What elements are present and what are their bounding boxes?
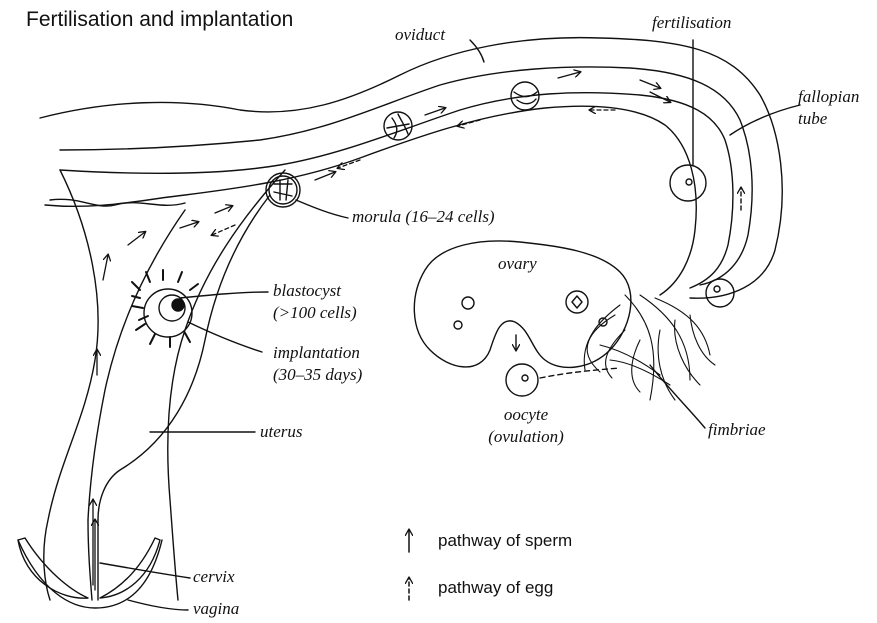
egg-in-fimbriae-nucleus — [714, 286, 720, 292]
cervix-canal-left — [88, 520, 92, 600]
blastocyst-leader-line — [180, 292, 268, 298]
oviduct-inner-wall-top — [60, 67, 752, 285]
label-implantation-days: (30–35 days) — [273, 364, 362, 385]
label-fimbriae: fimbriae — [708, 419, 766, 440]
label-oviduct: oviduct — [395, 24, 445, 45]
label-implantation: implantation — [273, 342, 360, 363]
label-cervix: cervix — [193, 566, 235, 587]
uterus-right-wall — [168, 170, 285, 600]
uterine-cavity-left — [88, 210, 185, 520]
label-tube: tube — [798, 108, 827, 129]
label-vagina: vagina — [193, 598, 239, 619]
tube-ridge-line — [50, 199, 185, 206]
label-morula: morula (16–24 cells) — [352, 206, 495, 227]
oviduct-lower-wall — [45, 106, 696, 295]
label-fertilisation: fertilisation — [652, 12, 731, 33]
ovary-follicle-3 — [566, 291, 588, 313]
uterus-left-wall — [44, 170, 98, 600]
fertilised-egg — [670, 165, 706, 201]
oocyte-nucleus — [522, 375, 528, 381]
uterine-cavity-right — [98, 195, 270, 520]
label-ovulation: (ovulation) — [476, 426, 576, 447]
blastocyst-mass — [172, 299, 184, 311]
fertilised-egg-nucleus — [686, 179, 692, 185]
legend-sperm-label: pathway of sperm — [438, 531, 572, 551]
label-fallopian: fallopian — [798, 86, 859, 107]
page-title: Fertilisation and implantation — [26, 8, 293, 32]
label-oocyte: oocyte — [476, 404, 576, 425]
label-ovary: ovary — [498, 253, 537, 274]
label-blastocyst: blastocyst — [273, 280, 341, 301]
ovary-follicle-2 — [454, 321, 462, 329]
label-blastocyst-cells: (>100 cells) — [273, 302, 357, 323]
cervix-leader-line — [100, 563, 190, 578]
legend-egg-label: pathway of egg — [438, 578, 553, 598]
vaginal-fornix-left — [18, 538, 88, 598]
morula-leader-line — [296, 200, 348, 218]
fimbriae-leader-line — [650, 365, 705, 428]
ovary-follicle-3-core — [572, 296, 582, 308]
vagina-leader-line — [128, 600, 188, 610]
oviduct-inner-wall-bottom — [60, 93, 733, 288]
label-uterus: uterus — [260, 421, 303, 442]
oviduct-upper-wall — [40, 38, 782, 299]
ovary-follicle-1 — [462, 297, 474, 309]
oviduct-leader-line — [470, 40, 484, 62]
embryo-8cell-cells — [274, 180, 292, 200]
implantation-leader-line — [188, 322, 262, 352]
fimbriae-fronds — [584, 295, 715, 400]
embryo-8cell-outer — [266, 173, 300, 207]
